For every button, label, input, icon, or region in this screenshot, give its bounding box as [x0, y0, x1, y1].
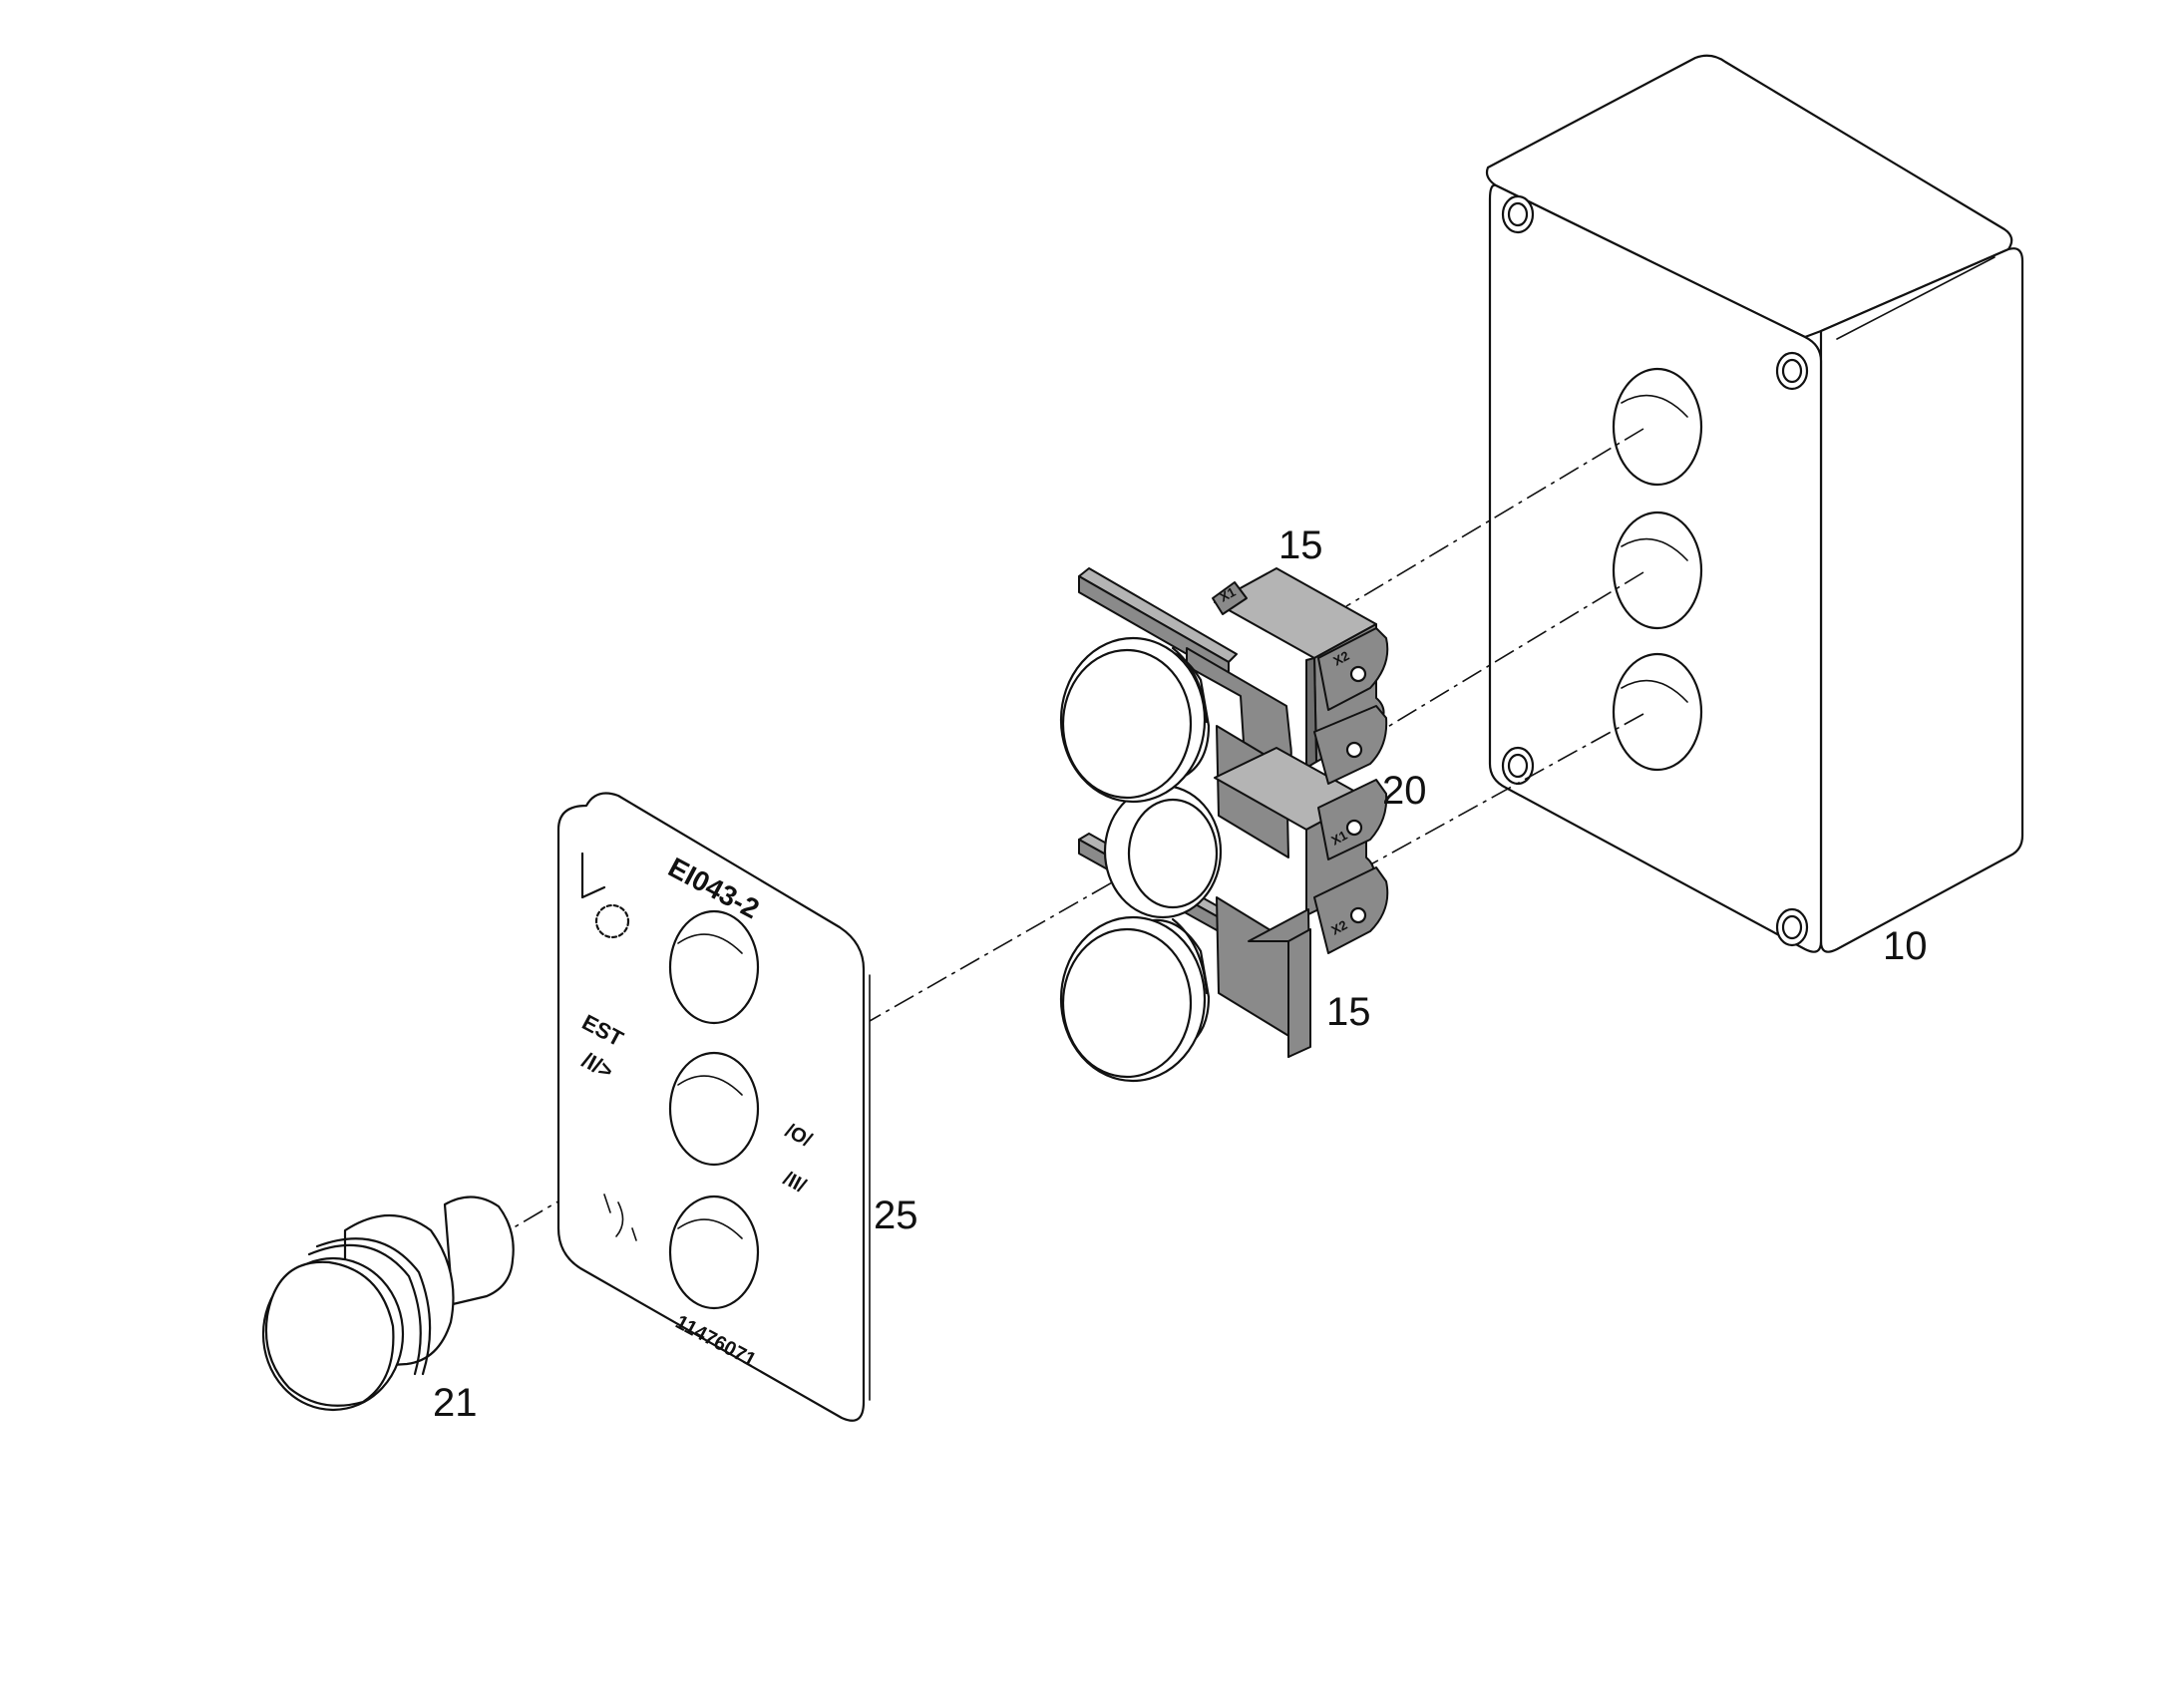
- middle-terminal-x1-hole: [1345, 819, 1363, 837]
- bottom-block-edge: [1287, 928, 1311, 1058]
- screw-bottom-left-inner: [1507, 753, 1529, 779]
- contact-block-assembly: X1 X2 X1 X2: [1059, 567, 1389, 1083]
- legend-plate: EI043-2 11476071 EST /I/> /O/ /II/: [556, 792, 871, 1422]
- enclosure-edge-line: [1836, 256, 1996, 340]
- terminal-x1-top: [1212, 581, 1248, 615]
- callout-20: 20: [1382, 769, 1427, 813]
- plate-hole-2-rim: [677, 1075, 743, 1096]
- enclosure-hole-1: [1612, 367, 1703, 487]
- pushbutton-bottom: [1059, 915, 1211, 1083]
- enclosure-side-face: [1819, 247, 2024, 953]
- pushbutton-loose: [261, 1196, 515, 1412]
- screw-top-left-inner: [1507, 201, 1529, 227]
- callout-labels: 10 15 15 20 21 25: [433, 523, 1928, 1425]
- terminal-label-mid-x1: X1: [1328, 828, 1349, 849]
- terminal-label-top-x2: X2: [1330, 648, 1351, 669]
- plate-symbol-corner-icon: [580, 852, 606, 899]
- terminal-x2-bottom: [1313, 866, 1389, 954]
- center-line-1: [1345, 428, 1644, 607]
- enclosure-hole-3: [1612, 652, 1703, 772]
- screw-top-right-inner: [1781, 358, 1803, 384]
- callout-21: 21: [433, 1381, 478, 1425]
- callout-25: 25: [874, 1194, 918, 1237]
- enclosure-hole-3-rim: [1621, 679, 1688, 703]
- plate-hole-1-rim: [677, 933, 743, 954]
- top-block-edge: [1305, 657, 1317, 769]
- screw-bottom-right-inner: [1781, 914, 1803, 940]
- enclosure-hole-2: [1612, 511, 1703, 630]
- plate-hole-3: [668, 1195, 760, 1310]
- plate-hole-2: [668, 1051, 760, 1167]
- loose-button-face: [264, 1260, 395, 1407]
- pushbutton-bottom-face: [1061, 927, 1193, 1079]
- enclosure-hole-2-rim: [1621, 537, 1688, 561]
- loose-button-ring-1: [307, 1243, 422, 1376]
- pushbutton-top-ring: [1171, 646, 1209, 724]
- terminal-x2-bottom-hole: [1349, 906, 1367, 924]
- callout-15-bottom: 15: [1326, 990, 1371, 1034]
- terminal-label-top-x1: X1: [1217, 584, 1238, 605]
- loose-button-ring-2: [315, 1237, 432, 1376]
- loose-button-stem: [443, 1196, 515, 1306]
- plate-symbol-lamp-icon: [594, 903, 630, 939]
- terminal-x2-top-hole: [1349, 665, 1367, 683]
- middle-holder-ring-inner: [1127, 798, 1219, 909]
- middle-terminal-x1: [1317, 779, 1388, 860]
- frame-bottom: [1216, 896, 1291, 1038]
- center-line-2: [1365, 571, 1644, 741]
- terminal-label-bottom-x2: X2: [1328, 917, 1349, 938]
- enclosure-box: [1485, 54, 2024, 953]
- callout-15-top: 15: [1278, 523, 1323, 567]
- middle-terminal-upper-hole: [1345, 741, 1363, 759]
- plate-hole-3-rim: [677, 1218, 743, 1239]
- enclosure-top-face: [1485, 54, 2013, 339]
- enclosure-hole-1-rim: [1621, 394, 1688, 418]
- plate-hole-1: [668, 909, 760, 1025]
- pushbutton-top: [1059, 636, 1211, 804]
- pushbutton-top-face: [1061, 648, 1193, 800]
- plate-symbol-lower-icon: [603, 1194, 637, 1241]
- callout-10: 10: [1883, 924, 1928, 968]
- pushbutton-bottom-ring: [1171, 917, 1209, 995]
